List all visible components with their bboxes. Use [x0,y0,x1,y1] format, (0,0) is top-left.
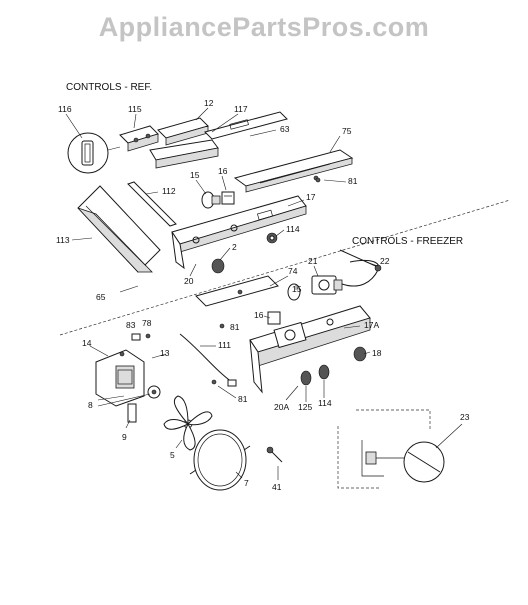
callout-22: 22 [380,256,390,266]
callout-7: 7 [244,478,249,488]
section-divider-line [59,199,511,336]
callout-20: 20 [184,276,194,286]
part-114-knob-freezer [318,364,330,380]
part-74-bracket [195,275,279,307]
callout-2: 2 [232,242,237,252]
watermark: AppliancePartsPros.com [98,12,430,42]
callout-113: 113 [56,235,70,245]
part-13-motor [147,385,161,399]
part-83-78-clips [131,333,151,341]
callout-114-b: 114 [318,398,332,408]
screw-81-a [315,177,321,183]
part-17-housing [171,195,307,270]
part-15-lamp-freezer [287,283,301,301]
part-18-knob [353,346,367,362]
callout-78: 78 [142,318,152,328]
callout-111: 111 [218,340,231,350]
part-117-cover [149,139,219,169]
callout-117: 117 [234,104,248,114]
part-115-socket [119,125,159,152]
callout-13: 13 [160,348,170,358]
part-125-knob [300,370,312,386]
part-75-bracket [233,149,354,193]
callout-81-b: 81 [230,322,240,332]
section-title-ref: CONTROLS - REF. [66,82,152,93]
callout-12: 12 [204,98,214,108]
part-9-mount [127,403,137,423]
part-114-knob [266,232,278,244]
part-16-socket [221,191,235,205]
callout-116: 116 [58,104,72,114]
callout-81-c: 81 [238,394,248,404]
callout-18: 18 [372,348,382,358]
callout-14: 14 [82,338,92,348]
callout-114-a: 114 [286,224,300,234]
part-5-fan-blade [163,395,213,451]
callout-74: 74 [288,266,298,276]
callout-81-a: 81 [348,176,358,186]
callout-9: 9 [122,432,127,442]
part-22-capillary [339,249,382,287]
part-2-knob [211,258,225,274]
callout-5: 5 [170,450,175,460]
part-14-bracket [95,349,145,407]
callout-21: 21 [308,256,318,266]
screw-81-c [211,379,217,385]
callout-125: 125 [298,402,312,412]
callout-75: 75 [342,126,352,136]
part-41-screw [266,446,283,463]
callout-112: 112 [162,186,176,196]
callout-23: 23 [460,412,470,422]
callout-8: 8 [88,400,93,410]
callout-20A: 20A [274,402,289,412]
part-16-socket-freezer [267,311,281,325]
part-113-cover [77,185,161,273]
part-23-cabinet-inset [337,409,445,489]
part-17A-housing [249,305,371,394]
callout-16-b: 16 [254,310,264,320]
callout-41: 41 [272,482,282,492]
part-12-bracket [157,117,209,146]
section-title-freezer: CONTROLS - FREEZER [352,236,463,247]
part-112-rod [127,181,177,227]
part-116-inset [67,132,121,174]
callout-17: 17 [306,192,316,202]
screw-81-b [219,323,225,329]
part-21-thermostat [311,275,343,295]
callout-16-a: 16 [218,166,228,176]
callout-83: 83 [126,320,136,330]
callout-17A: 17A [364,320,379,330]
callout-63: 63 [280,124,290,134]
callout-65: 65 [96,292,106,302]
part-7-shroud [189,429,251,491]
callout-115: 115 [128,104,142,114]
part-15-lamp [201,191,221,209]
part-63-shield [204,111,288,140]
callout-15-b: 15 [292,284,302,294]
callout-15-a: 15 [190,170,200,180]
part-111-harness [179,333,237,387]
